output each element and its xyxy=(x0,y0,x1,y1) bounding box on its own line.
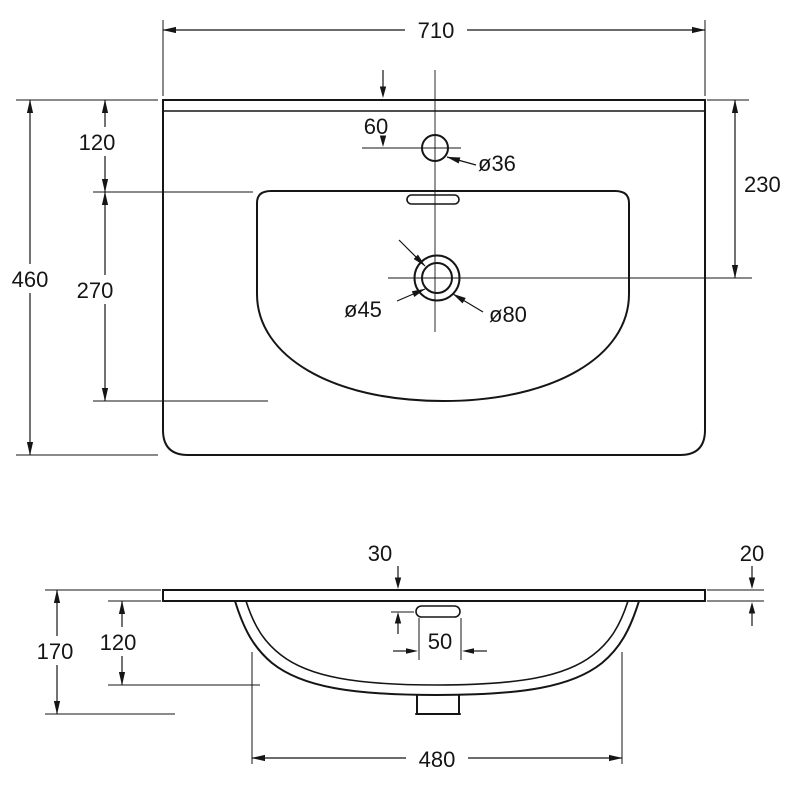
label-bg xyxy=(73,127,121,156)
dim-top-thickness: 20 xyxy=(707,541,764,626)
dim-label-20: 20 xyxy=(740,541,764,566)
sink-outline-top xyxy=(162,99,706,456)
dim-edge-to-drain: 230 xyxy=(707,99,781,279)
drain-stub xyxy=(415,694,461,715)
faucet-hole xyxy=(421,134,449,162)
arrow-right-icon xyxy=(406,648,418,654)
bowl-inner-profile xyxy=(245,600,629,686)
sink-top-slab xyxy=(162,589,706,602)
label-bg xyxy=(71,275,119,304)
arrow-line xyxy=(398,239,426,267)
label-bg xyxy=(406,744,468,773)
front-view: 30 20 170 xyxy=(29,541,764,773)
label-bg xyxy=(92,627,144,656)
dia-label-80: ø80 xyxy=(489,302,527,327)
dim-label-230: 230 xyxy=(744,172,781,197)
dim-basin-width: 480 xyxy=(251,652,623,773)
dim-label-50: 50 xyxy=(428,629,452,654)
dim-label-120f: 120 xyxy=(100,630,137,655)
basin-inner-outline xyxy=(256,190,630,403)
label-bg xyxy=(6,264,54,293)
arrow-up-icon xyxy=(748,602,756,614)
arrow-line xyxy=(452,293,484,313)
label-faucet-hole: ø36 xyxy=(446,151,516,176)
arrow-down-icon xyxy=(748,577,756,589)
dim-label-460: 460 xyxy=(12,267,49,292)
dim-label-120: 120 xyxy=(79,130,116,155)
drain-hole-outer xyxy=(413,254,461,302)
label-bg xyxy=(405,15,467,44)
dim-label-60: 60 xyxy=(364,114,388,139)
dia-label-45: ø45 xyxy=(344,297,382,322)
dim-label-270: 270 xyxy=(77,278,114,303)
arrow-up-icon xyxy=(394,612,402,624)
arrow-left-icon xyxy=(462,648,474,654)
drain-hole-inner xyxy=(421,262,453,294)
dim-overall-width: 710 xyxy=(162,15,706,96)
dim-label-480: 480 xyxy=(419,747,456,772)
dim-overflow-offset: 30 xyxy=(368,541,414,634)
dim-overall-depth: 460 xyxy=(6,99,158,456)
label-drain-inner: ø45 xyxy=(344,239,426,322)
dim-edge-to-faucet: 60 xyxy=(364,70,388,147)
leader-line xyxy=(396,288,426,302)
dim-label-170: 170 xyxy=(37,639,74,664)
overflow-slot-front xyxy=(415,605,461,618)
label-bg xyxy=(29,636,81,665)
label-drain-outer: ø80 xyxy=(452,293,527,327)
arrow-down-icon xyxy=(379,86,387,98)
dim-basin-depth: 120 xyxy=(92,600,260,686)
dim-basin-length: 270 xyxy=(71,191,268,402)
bowl-outer-profile xyxy=(234,600,640,697)
leader-line xyxy=(446,156,477,166)
arrow-down-icon xyxy=(394,577,402,589)
overflow-slot-top xyxy=(406,194,460,205)
dim-overflow-width: 50 xyxy=(393,618,487,660)
dim-label-30: 30 xyxy=(368,541,392,566)
dim-overall-height: 170 xyxy=(29,589,175,715)
arrow-down-icon xyxy=(379,135,387,147)
dim-label-710: 710 xyxy=(418,18,455,43)
dim-edge-to-basin: 120 xyxy=(73,99,253,193)
top-view: 710 460 120 270 230 xyxy=(6,15,781,456)
dia-label-36: ø36 xyxy=(478,151,516,176)
label-bg xyxy=(423,628,457,655)
